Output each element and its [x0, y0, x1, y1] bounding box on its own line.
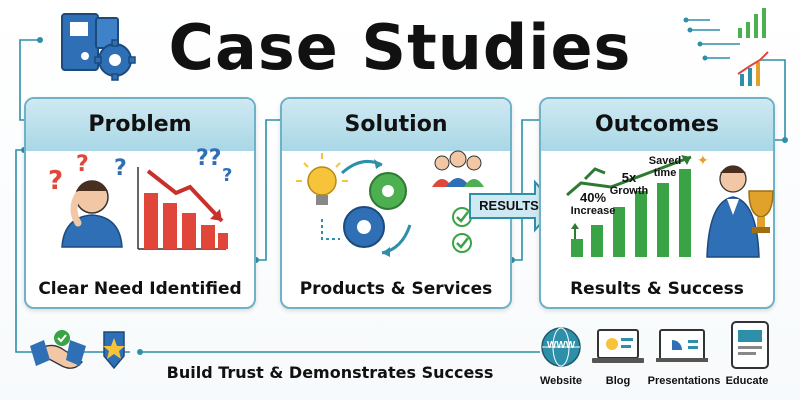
confused-person-icon: ? ? ? — [48, 152, 127, 248]
problem-heading: Problem — [26, 99, 254, 151]
presentations-label: Presentations — [647, 375, 721, 387]
connector-lines — [15, 19, 786, 353]
www-label: WWW — [546, 340, 576, 351]
time-label: time — [653, 167, 677, 179]
website-label: Website — [540, 375, 582, 387]
page-title: Case Studies — [168, 11, 632, 84]
problem-caption: Clear Need Identified — [38, 279, 242, 299]
solution-art — [296, 150, 484, 257]
trophy-person-icon: ✦ — [697, 153, 774, 258]
team-icon — [432, 150, 484, 187]
outcomes-art: ✦ — [566, 153, 774, 258]
svg-text:✦: ✦ — [697, 153, 709, 169]
problem-art: ? ? ? ?? ? — [48, 146, 232, 250]
educate-label: Educate — [725, 375, 769, 387]
blog-label: Blog — [605, 375, 631, 387]
svg-text:??: ?? — [196, 146, 222, 171]
solution-heading: Solution — [282, 99, 510, 151]
gears-icon — [321, 159, 412, 257]
svg-text:?: ? — [222, 165, 232, 186]
outcomes-heading: Outcomes — [541, 99, 773, 151]
footer-tagline: Build Trust & Demonstrates Success — [166, 363, 494, 382]
outcomes-caption: Results & Success — [570, 279, 744, 299]
binder-gear-icon — [61, 13, 136, 81]
problem-panel: Problem ? ? ? ?? ? Clear Need Identified — [24, 97, 256, 309]
outcomes-panel: Outcomes ✦ Results & Success — [539, 97, 775, 309]
declining-chart-icon: ?? ? — [137, 146, 232, 250]
lightbulb-icon — [296, 153, 348, 205]
growth-mult-label: 5x — [621, 170, 637, 185]
saved-label: Saved — [648, 155, 682, 167]
svg-text:?: ? — [76, 152, 89, 177]
results-arrow-label: RESULTS — [479, 198, 539, 213]
solution-caption: Products & Services — [299, 279, 493, 299]
increase-word-label: Increase — [570, 205, 616, 217]
svg-text:?: ? — [114, 156, 127, 181]
svg-text:?: ? — [48, 166, 63, 196]
growth-word-label: Growth — [609, 185, 649, 197]
chart-bars-icon — [737, 8, 769, 86]
growth-chart-icon — [566, 155, 692, 257]
increase-pct-label: 40% — [579, 190, 607, 205]
checkmarks-icon — [452, 207, 472, 253]
